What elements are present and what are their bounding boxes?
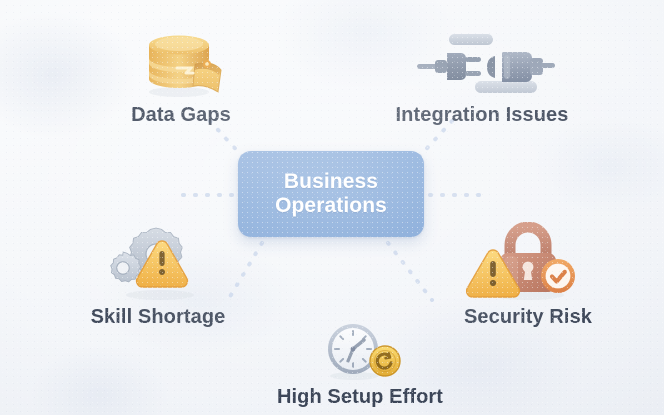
node-label-integration-issues: Integration Issues: [395, 104, 569, 126]
database-broken-icon: [133, 28, 229, 100]
center-node-title-line1: Business: [283, 169, 379, 193]
gears-warning-icon: [98, 224, 218, 302]
center-node-title-line2: Operations: [275, 194, 387, 217]
node-high-setup-effort[interactable]: High Setup Effort: [256, 320, 464, 409]
node-skill-shortage[interactable]: Skill Shortage: [58, 224, 258, 329]
disconnected-plug-icon: [407, 28, 557, 100]
node-label-high-setup-effort: High Setup Effort: [276, 386, 444, 408]
node-label-skill-shortage: Skill Shortage: [90, 306, 226, 328]
node-integration-issues[interactable]: Integration Issues: [380, 28, 584, 127]
connector-bottom-right: [386, 241, 434, 302]
node-security-risk[interactable]: Security Risk: [428, 221, 628, 329]
node-data-gaps[interactable]: Data Gaps: [88, 28, 274, 127]
padlock-warning-check-icon: [465, 221, 590, 302]
center-node-title: Business Operations: [275, 170, 387, 219]
node-label-data-gaps: Data Gaps: [131, 104, 231, 126]
clock-coin-icon: [308, 320, 412, 382]
node-label-security-risk: Security Risk: [463, 306, 593, 328]
center-node-business-operations[interactable]: Business Operations: [238, 151, 424, 237]
